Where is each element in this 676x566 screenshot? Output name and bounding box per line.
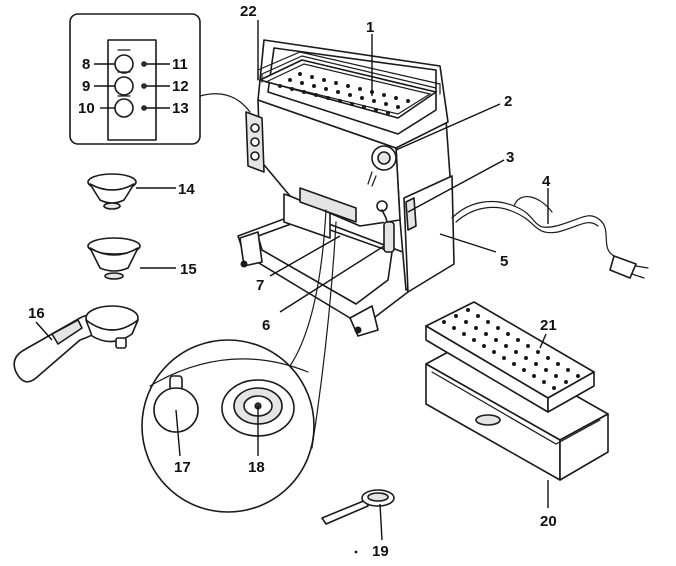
callout-8: 8: [82, 56, 90, 73]
callout-19: 19: [372, 543, 389, 560]
espresso-machine: [238, 40, 454, 336]
measuring-scoop: [322, 490, 394, 524]
callout-20: 20: [540, 513, 557, 530]
callout-21: 21: [540, 317, 557, 334]
filter-single: [88, 174, 136, 209]
power-plug: [610, 256, 648, 278]
steam-light: [142, 106, 146, 110]
callout-7: 7: [256, 277, 264, 294]
coffee-button: [115, 77, 133, 95]
callout-18: 18: [248, 459, 265, 476]
callout-4: 4: [542, 173, 551, 190]
stray-dot: [355, 551, 358, 554]
callout-11: 11: [172, 56, 188, 73]
callout-5: 5: [500, 253, 508, 270]
callout-22: 22: [240, 3, 257, 20]
callout-10: 10: [78, 100, 95, 117]
callout-1: 1: [366, 19, 374, 36]
callout-3: 3: [506, 149, 514, 166]
callout-17: 17: [174, 459, 191, 476]
callout-12: 12: [172, 78, 189, 95]
callout-9: 9: [82, 78, 90, 95]
callout-2: 2: [504, 93, 512, 110]
callout-16: 16: [28, 305, 45, 322]
callout-6: 6: [262, 317, 270, 334]
machine-control-strip: [246, 112, 264, 172]
power-light: [142, 62, 146, 66]
ok-light: [142, 84, 146, 88]
filter-double: [88, 238, 140, 279]
callout-14: 14: [178, 181, 195, 198]
callout-13: 13: [172, 100, 189, 117]
power-button: [115, 55, 133, 73]
control-panel-inset: [70, 14, 250, 144]
callout-15: 15: [180, 261, 197, 278]
power-cord: [452, 197, 648, 278]
steam-button: [115, 99, 133, 117]
